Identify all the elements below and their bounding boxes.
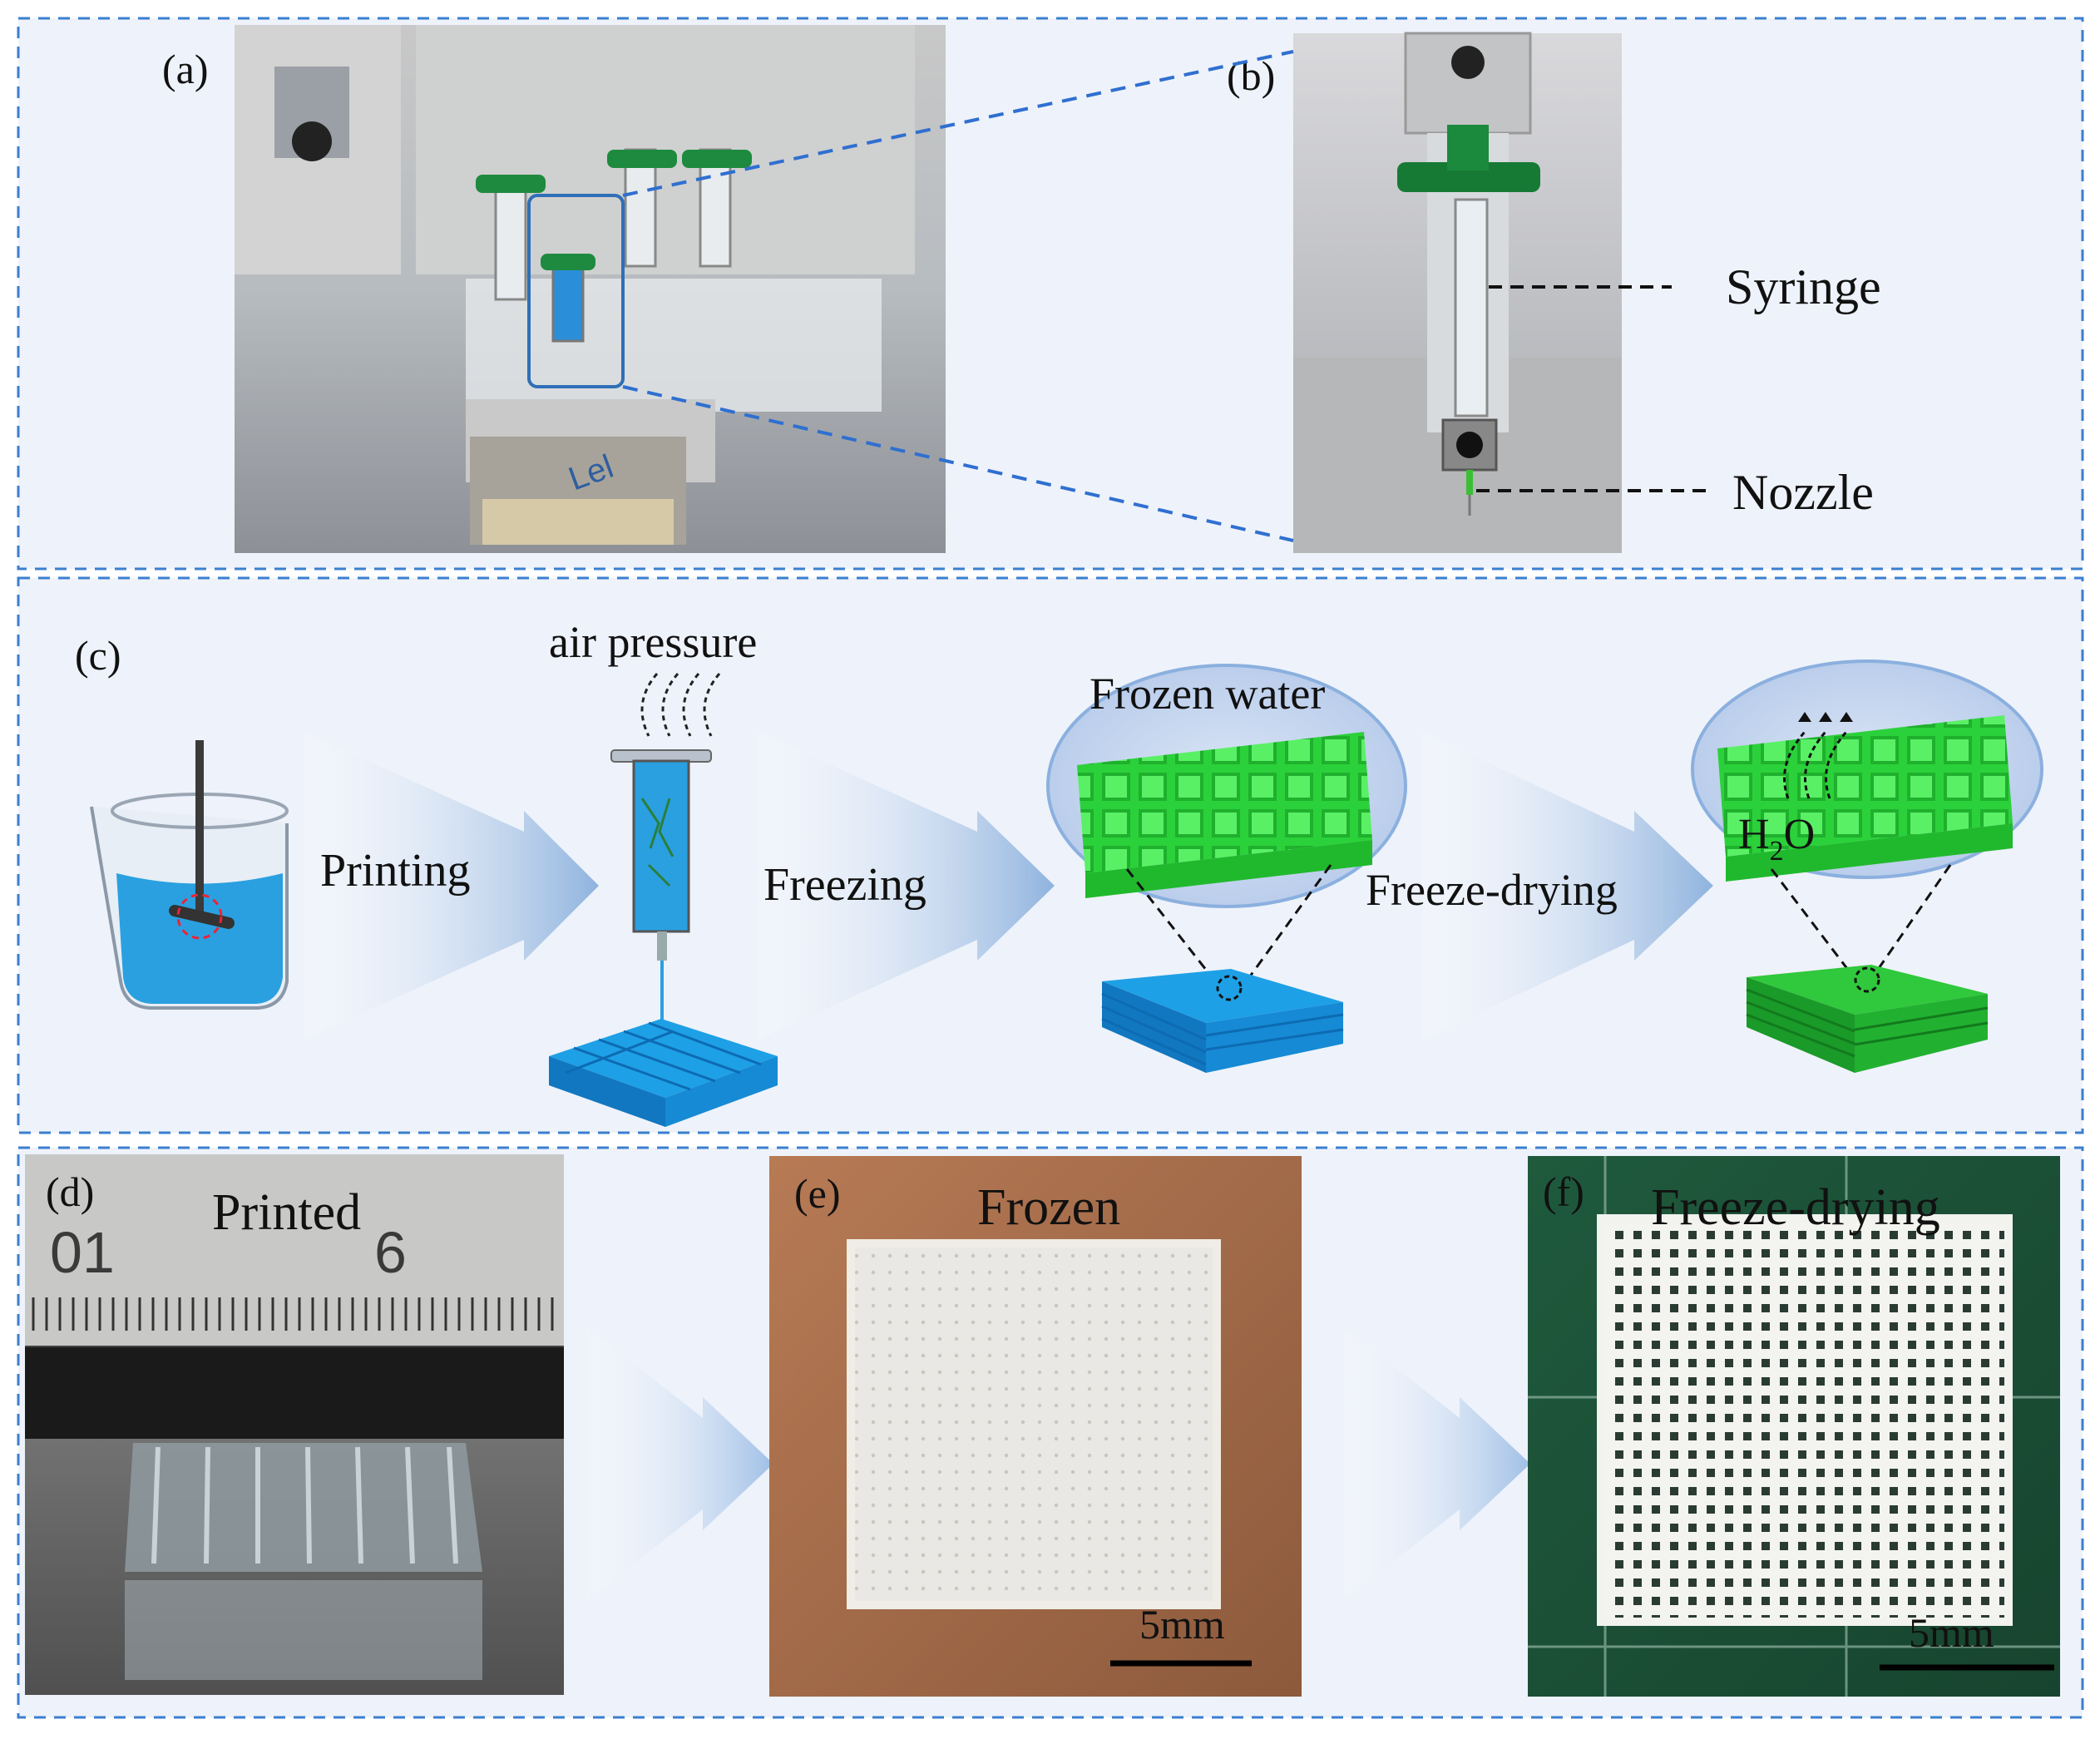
h2o-label: H2O bbox=[1738, 811, 1815, 867]
panel-title-printed: Printed bbox=[212, 1184, 361, 1241]
panel-label-d: (d) bbox=[46, 1168, 94, 1215]
frozen-water-magnified-oval bbox=[1046, 664, 1407, 908]
air-pressure-label: air pressure bbox=[549, 617, 757, 667]
svg-text:6: 6 bbox=[374, 1220, 407, 1285]
process-arrow-printing bbox=[304, 732, 599, 1040]
step-label-freezing: Freezing bbox=[763, 859, 926, 911]
panel-label-f: (f) bbox=[1543, 1168, 1584, 1215]
process-arrow-freeze-drying bbox=[1422, 732, 1713, 1040]
blue-lattice-frozen bbox=[1101, 969, 1344, 1073]
zoom-line-bottom bbox=[622, 385, 1294, 542]
panel-title-frozen: Frozen bbox=[977, 1179, 1120, 1236]
blue-lattice-printed bbox=[549, 1019, 778, 1127]
step-label-freeze-drying: Freeze-drying bbox=[1366, 865, 1618, 915]
process-arrow-freezing bbox=[758, 732, 1055, 1040]
panel-label-b: (b) bbox=[1227, 52, 1275, 99]
dried-scaffold-magnified-oval bbox=[1691, 660, 2043, 882]
syringe-callout: Syringe bbox=[1726, 259, 1881, 314]
process-arrow-e-to-f bbox=[1343, 1326, 1530, 1601]
panel-title-freeze-drying: Freeze-drying bbox=[1651, 1179, 1940, 1236]
zoom-line-top bbox=[622, 50, 1294, 197]
beaker-with-stirrer bbox=[90, 740, 289, 1010]
svg-text:H2O: H2O bbox=[1738, 811, 1815, 867]
frozen-water-label: Frozen water bbox=[1090, 669, 1325, 719]
photo-printed-scaffold: 01 6 bbox=[25, 1154, 564, 1695]
nozzle-callout: Nozzle bbox=[1732, 465, 1874, 520]
panel-label-e: (e) bbox=[794, 1170, 841, 1217]
printing-syringe bbox=[610, 749, 712, 1040]
panel-label-a: (a) bbox=[162, 46, 209, 92]
photo-frozen-scaffold bbox=[769, 1156, 1302, 1697]
svg-text:01: 01 bbox=[50, 1220, 115, 1285]
panel-label-c: (c) bbox=[75, 632, 121, 679]
green-lattice-dried bbox=[1746, 965, 1989, 1073]
process-arrow-d-to-e bbox=[586, 1326, 773, 1601]
step-label-printing: Printing bbox=[320, 845, 470, 897]
photo-freeze-dried-scaffold bbox=[1528, 1156, 2060, 1697]
scale-bar-label-e: 5mm bbox=[1139, 1601, 1225, 1648]
photo-syringe-closeup bbox=[1293, 32, 1622, 553]
photo-dispensing-printer: Lel bbox=[235, 25, 946, 553]
scale-bar-label-f: 5mm bbox=[1909, 1609, 1994, 1656]
